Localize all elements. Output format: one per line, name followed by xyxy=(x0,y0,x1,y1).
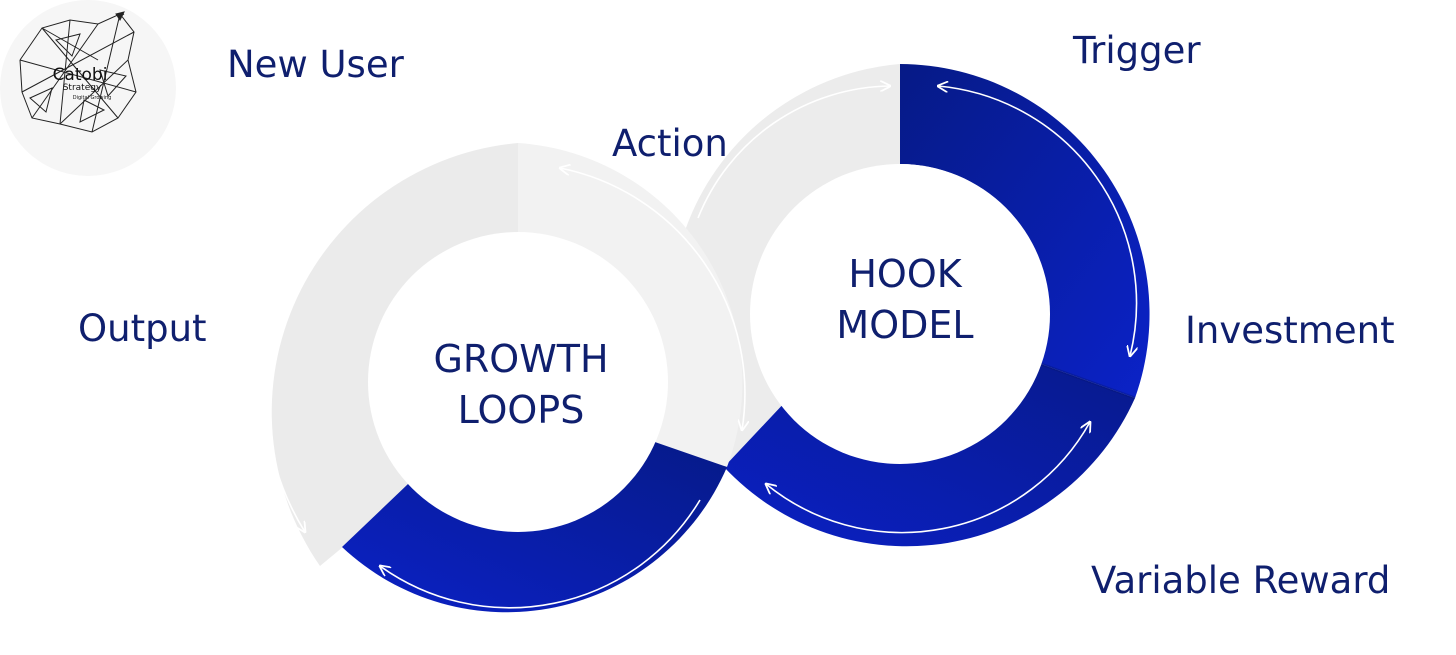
growth-title-line1: GROWTH xyxy=(433,337,608,381)
hook-model-ring xyxy=(671,64,1150,547)
hook-segment-divider xyxy=(1040,362,1136,400)
logo-name: Catobi xyxy=(53,65,108,85)
hook-arrow-trigger xyxy=(938,86,1137,356)
growth-loops-ring xyxy=(264,138,745,613)
label-investment: Investment xyxy=(1185,309,1395,352)
logo-subtagline: Digital Growing xyxy=(73,95,112,101)
catobi-logo: Catobi Strategy Digital Growing xyxy=(0,0,176,176)
label-action: Action xyxy=(612,122,728,165)
label-new-user: New User xyxy=(227,43,405,86)
hook-title-line1: HOOK xyxy=(848,252,962,296)
label-output: Output xyxy=(78,307,207,350)
logo-tagline: Strategy xyxy=(63,83,102,93)
hook-title-line2: MODEL xyxy=(836,303,973,347)
logo-network-mark xyxy=(19,11,137,133)
growth-arrow-new-user xyxy=(264,138,482,532)
growth-arrow-output xyxy=(380,499,701,609)
growth-center xyxy=(368,232,668,532)
growth-arrow-action xyxy=(560,168,745,430)
hook-arrow-variable-reward xyxy=(766,422,1090,534)
label-trigger: Trigger xyxy=(1072,29,1201,72)
hook-center xyxy=(750,164,1050,464)
label-variable-reward: Variable Reward xyxy=(1091,559,1390,602)
growth-title-line2: LOOPS xyxy=(458,388,585,432)
logo-background xyxy=(0,0,176,176)
growth-segment-new-user xyxy=(342,441,727,613)
